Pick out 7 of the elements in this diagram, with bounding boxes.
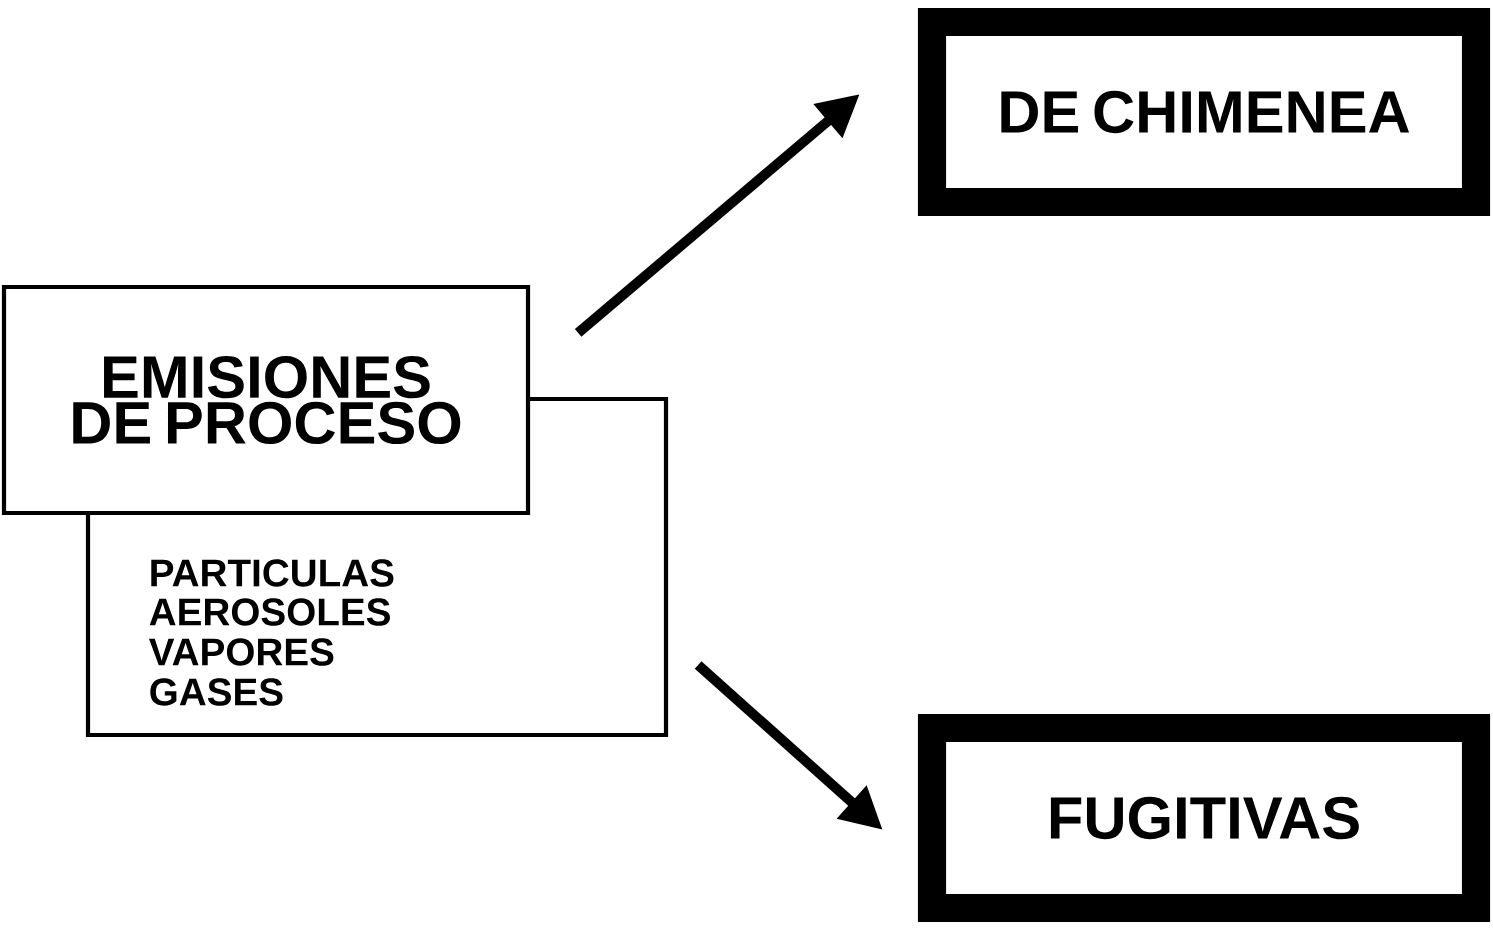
- list-item: VAPORES: [149, 638, 334, 666]
- process-box: EMISIONES DE PROCESO: [1, 284, 531, 516]
- process-box: DE CHIMENEA: [917, 7, 1491, 217]
- process-box: FUGITIVAS: [917, 713, 1491, 923]
- list-item: AEROSOLES: [149, 598, 390, 626]
- list-item: GASES: [150, 678, 283, 706]
- list-item: PARTICULAS: [151, 559, 394, 587]
